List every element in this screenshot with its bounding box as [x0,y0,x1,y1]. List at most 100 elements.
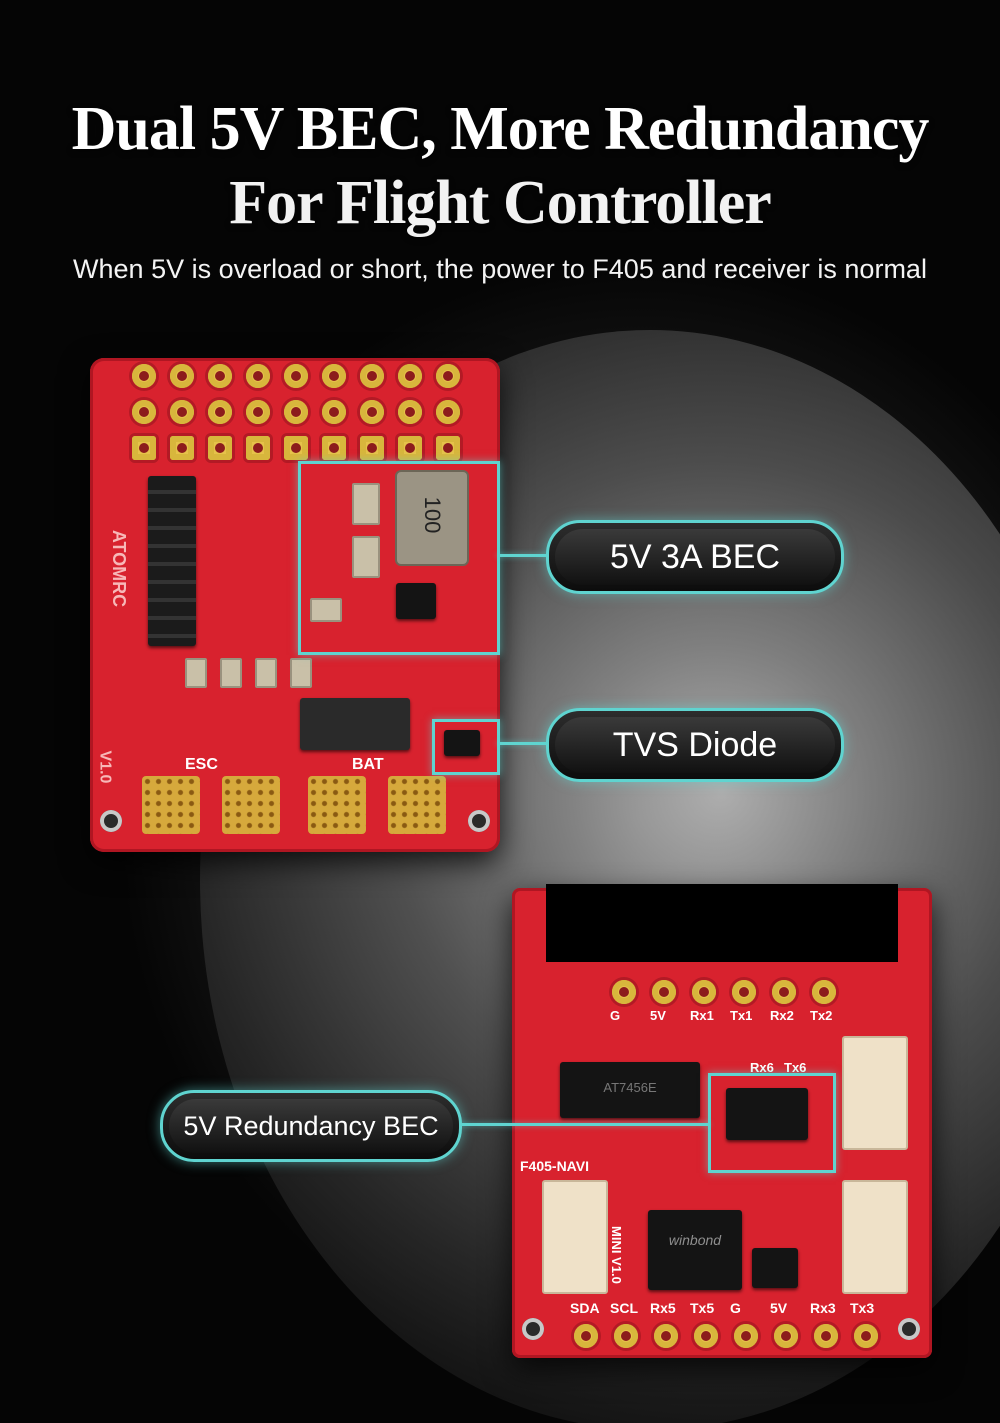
solder-pad [284,364,308,388]
solder-pad [436,364,460,388]
tvs-callout-label: TVS Diode [555,717,835,773]
jst-connector [842,1180,908,1294]
bat-label: BAT [352,756,384,773]
pin-header [148,476,196,646]
resistor [185,658,207,688]
bottom-pin-label: Tx5 [690,1300,715,1316]
top-pin-label: Tx1 [730,1008,753,1023]
bat-neg-pad [308,776,366,834]
bottom-pin-label: Rx5 [650,1300,676,1316]
model-label: F405-NAVI [520,1158,589,1174]
solder-pad [436,400,460,424]
solder-pad [246,400,270,424]
bottom-pin-label: G [730,1300,741,1316]
mount-hole [468,810,490,832]
solder-pad [132,436,156,460]
bottom-pin-pad [574,1324,598,1348]
top-pin-pad [772,980,796,1004]
solder-pad [398,364,422,388]
solder-pad [246,364,270,388]
solder-pad [360,436,384,460]
bottom-pin-pad [654,1324,678,1348]
bec-callout: 5V 3A BEC [546,520,844,594]
mount-hole [522,1318,544,1340]
redundancy-callout-label: 5V Redundancy BEC [169,1099,453,1153]
jst-connector [542,1180,608,1294]
osd-chip: AT7456E [560,1062,700,1118]
solder-pad [284,400,308,424]
resistor [255,658,277,688]
bottom-pin-label: Rx3 [810,1300,836,1316]
mount-hole [100,810,122,832]
bottom-pin-pad [774,1324,798,1348]
resistor [290,658,312,688]
bottom-pin-label: 5V [770,1300,788,1316]
solder-pad [208,436,232,460]
top-pin-label: 5V [650,1008,666,1023]
bec-callout-label: 5V 3A BEC [555,529,835,585]
mount-hole [898,1318,920,1340]
capacitor [310,598,342,622]
bottom-pin-pad [614,1324,638,1348]
flash-brand: winbond [668,1232,722,1248]
redundancy-highlight-box [708,1073,836,1173]
esc-pos-pad [222,776,280,834]
solder-pad [360,364,384,388]
brand-label: ATOMRC [109,529,130,608]
headline: Dual 5V BEC, More Redundancy For Flight … [0,92,1000,240]
top-pin-pad [732,980,756,1004]
solder-pad [170,436,194,460]
solder-pad [208,364,232,388]
power-inductor: 100 [395,470,469,566]
sensor-chip [752,1248,798,1288]
bat-pos-pad [388,776,446,834]
redundancy-connector-line [456,1123,710,1126]
osd-chip-marking: AT7456E [603,1080,657,1095]
esc-neg-pad [142,776,200,834]
top-pin-label: G [610,1008,621,1023]
tvs-highlight-box [432,719,500,775]
bottom-pin-label: Tx3 [850,1300,875,1316]
bottom-pin-pad [694,1324,718,1348]
solder-pad [322,436,346,460]
bec-regulator-chip [396,583,436,619]
power-distribution-board: 100 ESC BAT V1.0 ATOMRC [90,358,500,852]
headline-line-1: Dual 5V BEC, More Redundancy [71,95,930,163]
bottom-pin-pad [734,1324,758,1348]
solder-pad [398,400,422,424]
headline-line-2: For Flight Controller [229,169,772,237]
bec-highlight-box [298,461,500,655]
solder-pad [360,400,384,424]
bulk-diode [300,698,410,750]
solder-pad [398,436,422,460]
capacitor [352,483,380,525]
flash-chip: winbond [648,1210,742,1290]
mid-pin-label: Rx6 [750,1060,774,1075]
top-pin-pad [812,980,836,1004]
bec-chip [726,1088,808,1140]
solder-pad [436,436,460,460]
top-pin-label: Rx2 [770,1008,794,1023]
resistor [220,658,242,688]
top-pin-label: Rx1 [690,1008,714,1023]
solder-pad [132,400,156,424]
top-pin-pad [692,980,716,1004]
solder-pad [246,436,270,460]
bottom-pin-pad [854,1324,878,1348]
esc-label: ESC [185,756,218,773]
flight-controller-board: G 5V Rx1 Tx1 Rx2 Tx2 AT7456E winbond F405-NAV… [512,884,932,1358]
top-pin-label: Tx2 [810,1008,833,1023]
solder-pad [284,436,308,460]
solder-pad [170,364,194,388]
tvs-callout: TVS Diode [546,708,844,782]
version-label: V1.0 [96,750,114,784]
bottom-pin-label: SDA [570,1300,600,1316]
jst-connector [842,1036,908,1150]
top-pin-pad [652,980,676,1004]
solder-pad [322,364,346,388]
capacitor [352,536,380,578]
subtitle: When 5V is overload or short, the power … [73,254,927,284]
bottom-pin-label: SCL [610,1300,638,1316]
tvs-diode [444,730,480,756]
bottom-pin-pad [814,1324,838,1348]
